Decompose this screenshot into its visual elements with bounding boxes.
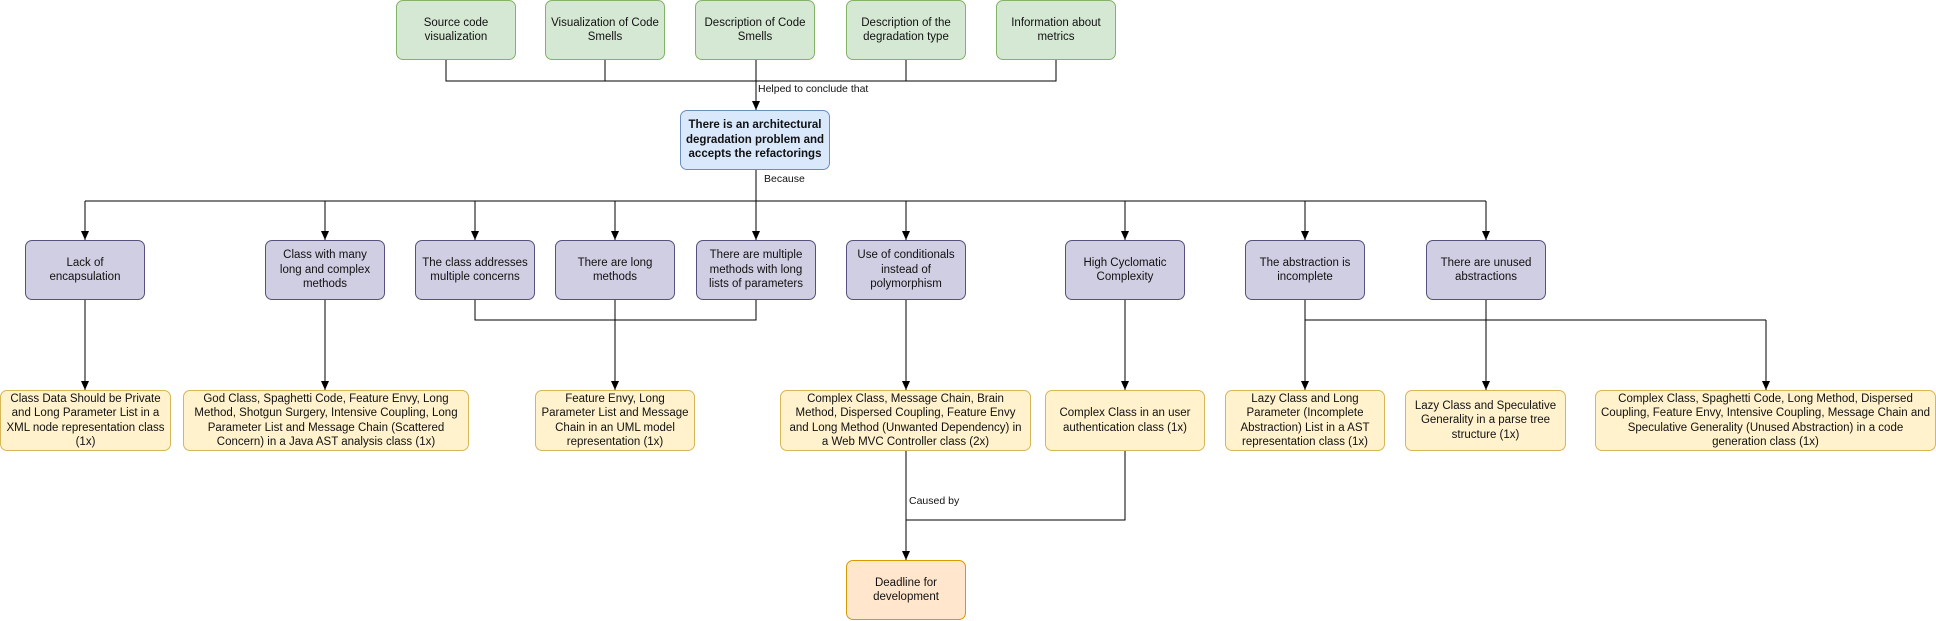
- node-evidence-user-authentication: Complex Class in an user authentication …: [1045, 390, 1205, 451]
- node-reason-long-parameter-lists: There are multiple methods with long lis…: [696, 240, 816, 300]
- node-reason-lack-of-encapsulation: Lack of encapsulation: [25, 240, 145, 300]
- node-conclusion: There is an architectural degradation pr…: [680, 110, 830, 170]
- node-reason-cyclomatic-complexity: High Cyclomatic Complexity: [1065, 240, 1185, 300]
- edge-label-helped: Helped to conclude that: [758, 83, 869, 96]
- edge-label-caused-by: Caused by: [909, 495, 960, 508]
- connector-lines: [81, 60, 1770, 560]
- node-cause-deadline: Deadline for development: [846, 560, 966, 620]
- node-reason-conditionals-polymorphism: Use of conditionals instead of polymorph…: [846, 240, 966, 300]
- node-reason-long-methods: There are long methods: [555, 240, 675, 300]
- edge-label-because: Because: [764, 173, 805, 186]
- node-evidence-uml-model: Feature Envy, Long Parameter List and Me…: [535, 390, 695, 451]
- edge-s5: [756, 60, 1057, 82]
- node-evidence-xml-node-class: Class Data Should be Private and Long Pa…: [0, 390, 171, 451]
- node-reason-long-complex-methods: Class with many long and complex methods: [265, 240, 385, 300]
- edge-e5-cause: [906, 451, 1126, 521]
- node-evidence-java-ast-class: God Class, Spaghetti Code, Feature Envy,…: [183, 390, 469, 451]
- node-metrics-information: Information about metrics: [996, 0, 1116, 60]
- node-evidence-web-mvc-controller: Complex Class, Message Chain, Brain Meth…: [780, 390, 1031, 451]
- edge-s1: [445, 60, 756, 82]
- node-reason-incomplete-abstraction: The abstraction is incomplete: [1245, 240, 1365, 300]
- node-evidence-ast-representation: Lazy Class and Long Parameter (Incomplet…: [1225, 390, 1385, 451]
- node-code-smell-description: Description of Code Smells: [695, 0, 815, 60]
- node-evidence-parse-tree: Lazy Class and Speculative Generality in…: [1405, 390, 1566, 451]
- node-reason-unused-abstractions: There are unused abstractions: [1426, 240, 1546, 300]
- node-code-smell-visualization: Visualization of Code Smells: [545, 0, 665, 60]
- node-source-code-visualization: Source code visualization: [396, 0, 516, 60]
- node-evidence-code-generation-class: Complex Class, Spaghetti Code, Long Meth…: [1595, 390, 1936, 451]
- node-degradation-type-description: Description of the degradation type: [846, 0, 966, 60]
- node-reason-multiple-concerns: The class addresses multiple concerns: [415, 240, 535, 300]
